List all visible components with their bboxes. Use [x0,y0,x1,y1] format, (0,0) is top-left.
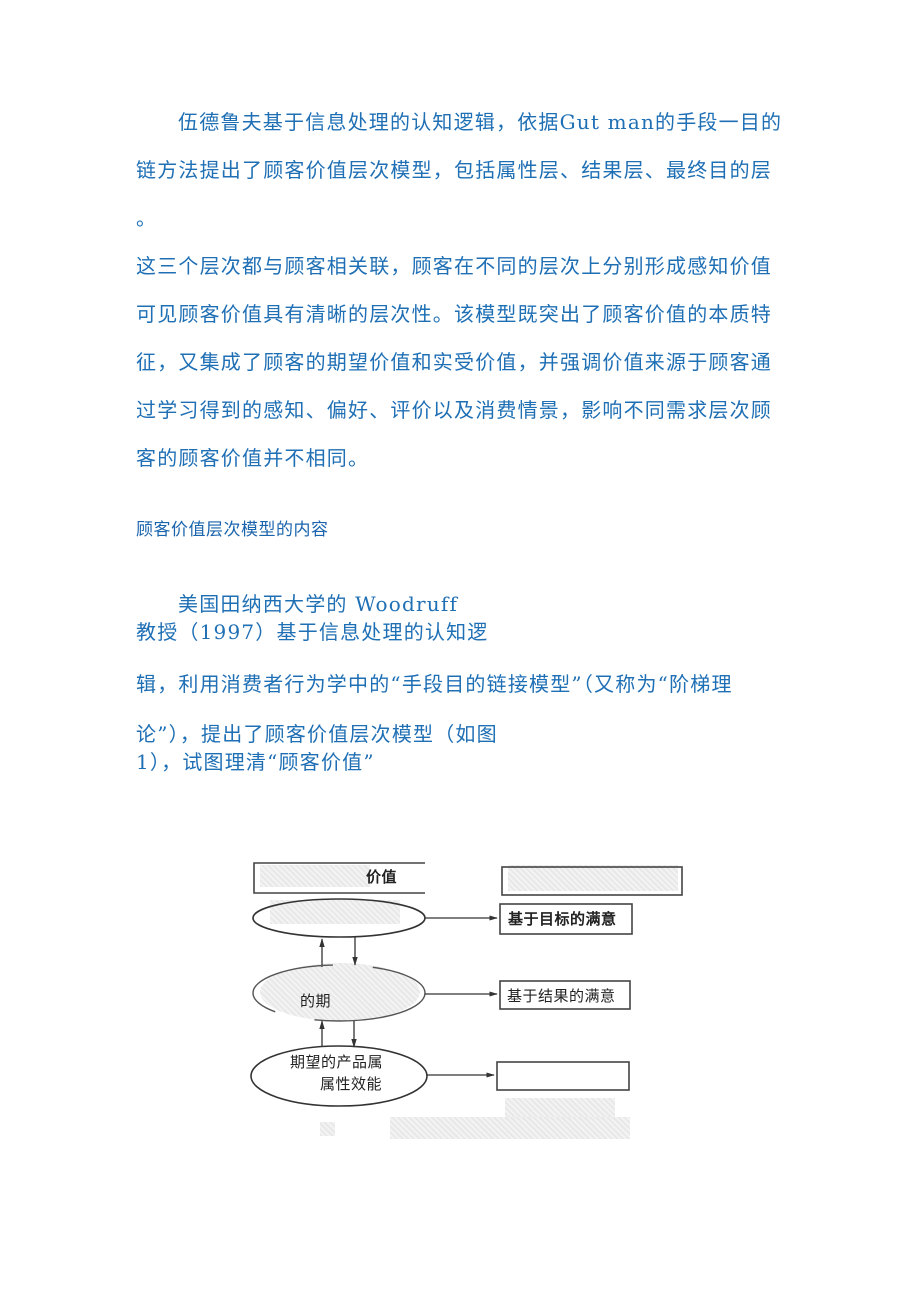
consequence-satisfaction-label: 基于结果的满意 [507,987,616,1005]
blurred-text [260,865,370,887]
paragraph-2-line-2: 可见顾客价值具有清晰的层次性。该模型既突出了顾客价值的本质特 [136,302,772,326]
paragraph-3-line-5: 1），试图理清“顾客价值” [136,750,375,774]
paragraph-2-line-5: 客的顾客价值并不相同。 [136,446,370,470]
blurred-text [505,1098,615,1120]
blurred-text [260,963,420,1021]
paragraph-2-line-4: 过学习得到的感知、偏好、评价以及消费情景，影响不同需求层次顾 [136,398,772,422]
customer-value-hierarchy-diagram: 价值 基于目标的满意 的期 基于结果的满意 期望的产品属 属性效能 [240,845,700,1155]
blurred-mark [320,1122,335,1136]
paragraph-1-line-2: 链方法提出了顾客价值层次模型，包括属性层、结果层、最终目的层 [136,158,772,182]
paragraph-3-line-3: 辑，利用消费者行为学中的“手段目的链接模型”（又称为“阶梯理 [136,672,733,696]
expected-consequence-label: 的期 [300,992,332,1010]
blurred-text [508,865,678,891]
paragraph-3-line-4: 论”），提出了顾客价值层次模型（如图 [136,722,498,746]
blurred-caption [390,1117,630,1139]
top-left-box-label: 价值 [366,868,398,886]
paragraph-2-line-1: 这三个层次都与顾客相关联，顾客在不同的层次上分别形成感知价值 [136,254,772,278]
blurred-text [270,900,400,924]
paragraph-2-line-3: 征，又集成了顾客的期望价值和实受价值，并强调价值来源于顾客通 [136,350,772,374]
section-heading: 顾客价值层次模型的内容 [136,520,329,540]
expected-attribute-line-2: 属性效能 [320,1075,383,1093]
paragraph-1-line-1: 伍德鲁夫基于信息处理的认知逻辑，依据Gut man的手段一目的 [178,110,783,134]
paragraph-3-line-1: 美国田纳西大学的 Woodruff [178,592,459,616]
goal-satisfaction-label: 基于目标的满意 [508,910,617,928]
paragraph-3-line-2: 教授（1997）基于信息处理的认知逻 [136,620,489,644]
paragraph-1-line-3: 。 [136,206,158,230]
diagram-lines [250,862,683,1107]
expected-attribute-line-1: 期望的产品属 [290,1053,384,1071]
